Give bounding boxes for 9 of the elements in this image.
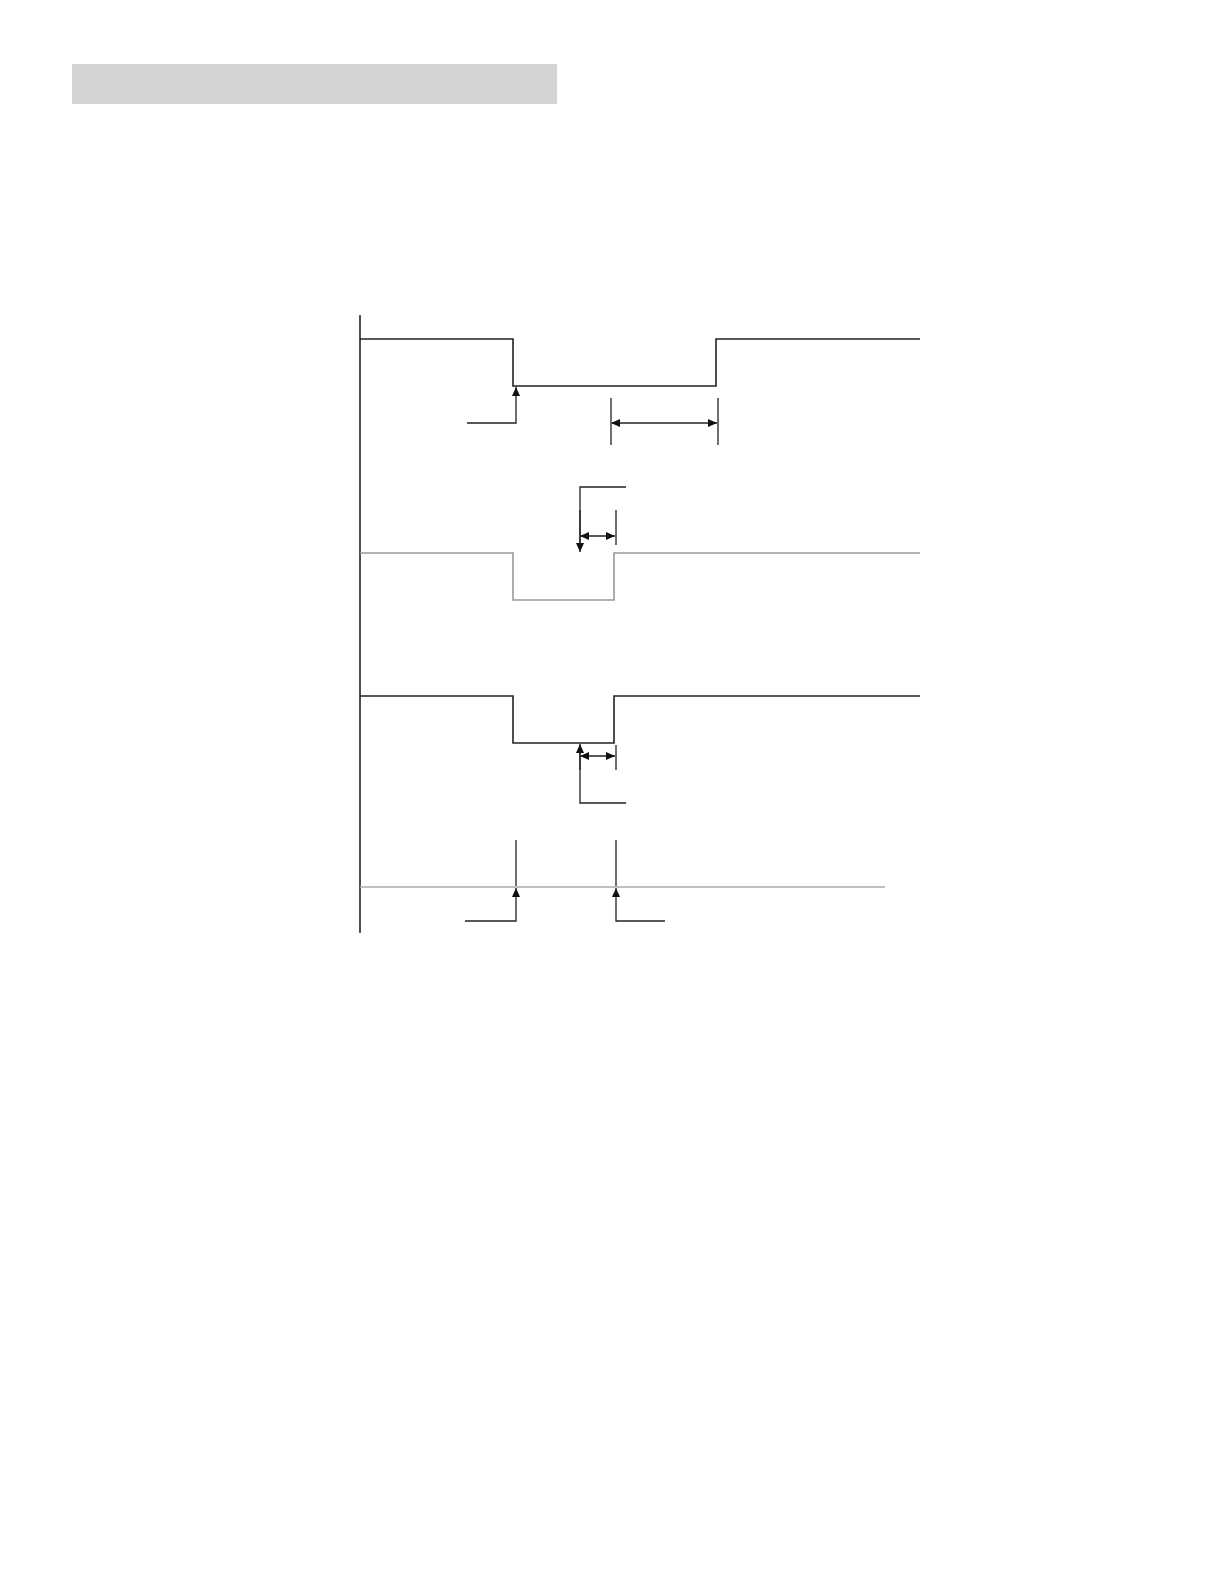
leader-line: [576, 743, 627, 804]
timing-waveform: [359, 552, 921, 601]
leader-line: [576, 486, 627, 553]
header-bar: [72, 64, 557, 104]
timing-waveform: [359, 338, 921, 387]
leader-line: [466, 386, 520, 424]
leader-line: [612, 887, 666, 922]
leader-line: [464, 887, 520, 922]
timing-waveform: [359, 695, 921, 744]
